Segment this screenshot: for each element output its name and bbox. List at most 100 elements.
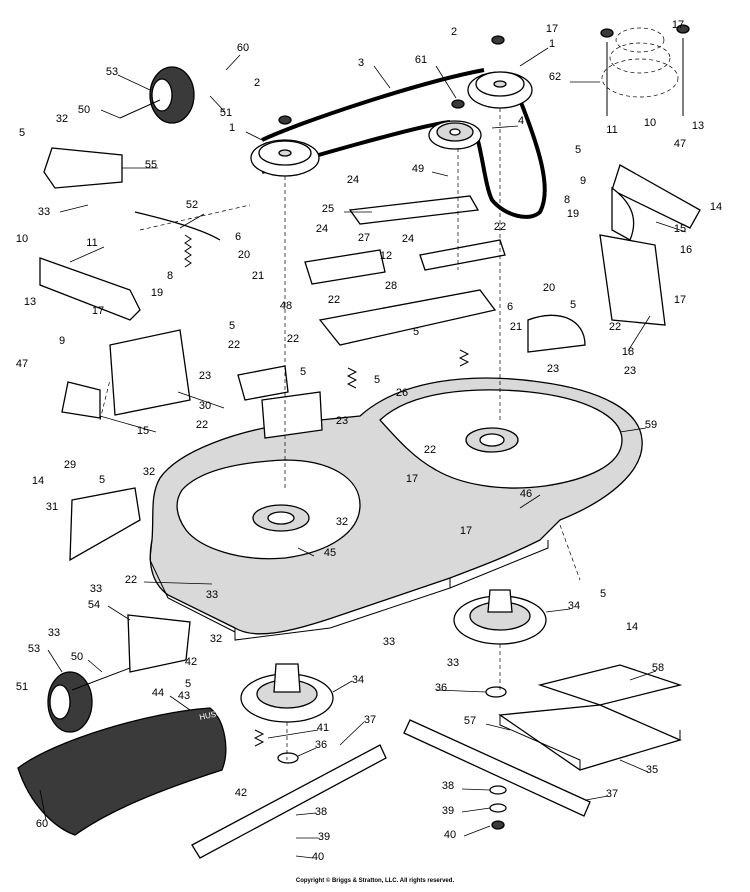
callout-6: 6	[235, 231, 241, 243]
callout-34: 34	[568, 600, 580, 612]
spindle-pulley-left	[250, 139, 320, 177]
callout-5: 5	[575, 144, 581, 156]
callout-5: 5	[19, 127, 25, 139]
callout-32: 32	[210, 633, 222, 645]
callout-31: 31	[46, 501, 58, 513]
callout-49: 49	[412, 163, 424, 175]
callout-22: 22	[287, 333, 299, 345]
callout-17: 17	[546, 23, 558, 35]
callout-50: 50	[78, 104, 90, 116]
copyright-notice: Copyright © Briggs & Stratton, LLC. All …	[295, 878, 455, 884]
callout-23: 23	[336, 415, 348, 427]
left-hanger-brackets	[39, 257, 191, 562]
assembly-guide-lines	[99, 108, 581, 760]
callout-16: 16	[680, 244, 692, 256]
callout-40: 40	[312, 851, 324, 863]
callout-36: 36	[315, 739, 327, 751]
callout-8: 8	[564, 194, 570, 206]
callout-33: 33	[206, 589, 218, 601]
baffle-shield	[498, 664, 683, 771]
callout-2: 2	[254, 77, 260, 89]
callout-15: 15	[137, 425, 149, 437]
wheel-bracket-top	[43, 147, 123, 189]
callout-36: 36	[435, 682, 447, 694]
callout-6: 6	[507, 301, 513, 313]
callout-39: 39	[442, 805, 454, 817]
callout-23: 23	[547, 363, 559, 375]
callout-37: 37	[364, 714, 376, 726]
callout-22: 22	[328, 294, 340, 306]
lift-rod	[134, 211, 221, 241]
mower-deck-housing	[149, 377, 643, 641]
spindle-right	[453, 589, 547, 645]
callout-14: 14	[710, 201, 722, 213]
chute-decal: HUSQVARNA	[199, 703, 251, 722]
callout-50: 50	[71, 651, 83, 663]
callout-59: 59	[645, 419, 657, 431]
spindle-left	[240, 663, 334, 723]
callout-42: 42	[235, 787, 247, 799]
callout-39: 39	[318, 831, 330, 843]
callout-32: 32	[143, 466, 155, 478]
callout-51: 51	[16, 681, 28, 693]
callout-1: 1	[549, 38, 555, 50]
callout-55: 55	[145, 159, 157, 171]
callout-18: 18	[622, 346, 634, 358]
callout-10: 10	[644, 117, 656, 129]
callout-5: 5	[600, 588, 606, 600]
bearing-washers	[277, 686, 507, 830]
callout-57: 57	[464, 715, 476, 727]
callout-45: 45	[324, 547, 336, 559]
callout-13: 13	[24, 296, 36, 308]
callout-33: 33	[48, 627, 60, 639]
callout-51: 51	[220, 107, 232, 119]
springs	[184, 234, 470, 747]
callout-30: 30	[199, 400, 211, 412]
callout-48: 48	[280, 300, 292, 312]
belt-guards	[237, 314, 586, 439]
callout-53: 53	[28, 643, 40, 655]
callout-22: 22	[494, 221, 506, 233]
pulley-inset-ghost	[601, 27, 684, 116]
callout-1: 1	[229, 122, 235, 134]
callout-19: 19	[567, 208, 579, 220]
callout-14: 14	[626, 621, 638, 633]
callout-10: 10	[16, 233, 28, 245]
callout-21: 21	[510, 321, 522, 333]
callout-35: 35	[646, 764, 658, 776]
mower-blade-right	[403, 719, 591, 817]
callout-21: 21	[252, 270, 264, 282]
callout-43: 43	[178, 690, 190, 702]
callout-17: 17	[674, 294, 686, 306]
callout-13: 13	[692, 120, 704, 132]
callout-58: 58	[652, 662, 664, 674]
callout-60: 60	[237, 42, 249, 54]
right-hanger-brackets	[599, 164, 701, 326]
callout-24: 24	[316, 223, 328, 235]
callout-33: 33	[38, 206, 50, 218]
callout-42: 42	[185, 656, 197, 668]
callout-24: 24	[402, 233, 414, 245]
leader-lines	[39, 47, 687, 859]
callout-23: 23	[624, 365, 636, 377]
callout-5: 5	[185, 678, 191, 690]
callout-37: 37	[606, 788, 618, 800]
gauge-wheel-top	[119, 66, 195, 124]
callout-17: 17	[672, 19, 684, 31]
spindle-pulley-right	[467, 71, 533, 109]
callout-47: 47	[16, 358, 28, 370]
callout-9: 9	[59, 335, 65, 347]
callout-41: 41	[317, 722, 329, 734]
callout-8: 8	[167, 270, 173, 282]
callout-22: 22	[424, 444, 436, 456]
callout-17: 17	[92, 305, 104, 317]
callout-14: 14	[32, 475, 44, 487]
callout-11: 11	[606, 124, 617, 136]
callout-22: 22	[228, 339, 240, 351]
hex-nuts-top	[278, 24, 690, 125]
callout-54: 54	[88, 599, 100, 611]
callout-32: 32	[56, 113, 68, 125]
callout-33: 33	[447, 657, 459, 669]
